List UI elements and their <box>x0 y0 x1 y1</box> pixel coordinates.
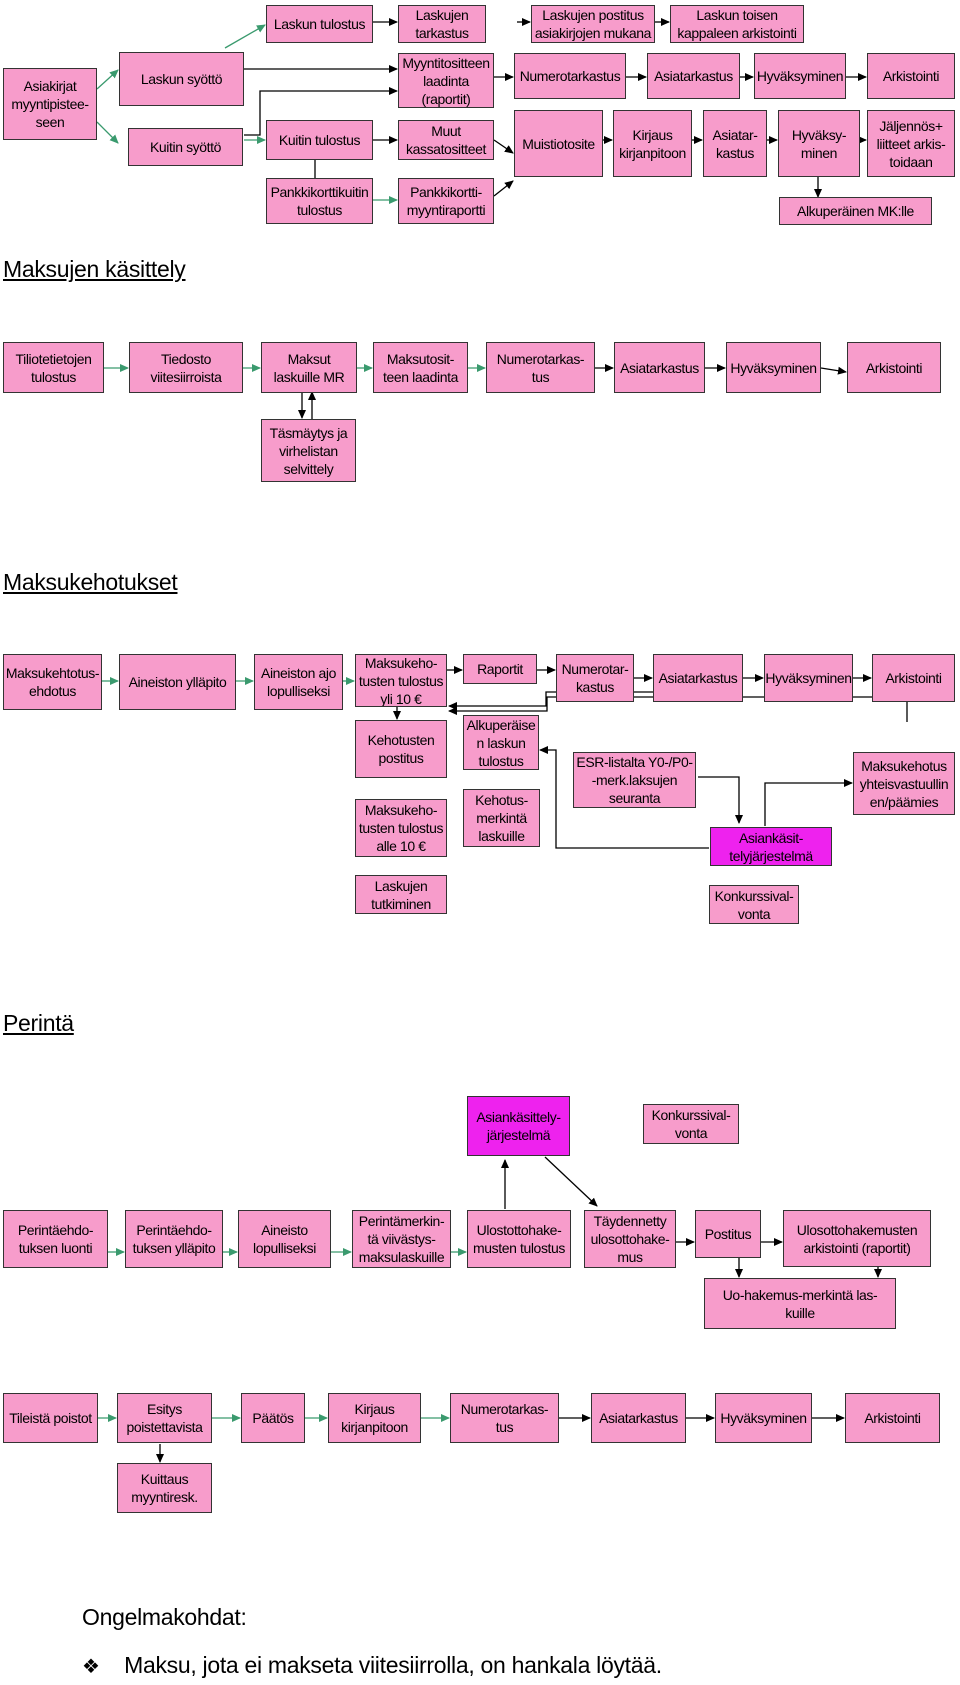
box-supplemented-application: Täydennetty ulosottohake- mus <box>584 1210 676 1268</box>
box-payments-mr: Maksut laskuille MR <box>261 342 357 393</box>
box-bankruptcy-2: Konkurssival- vonta <box>643 1104 739 1144</box>
box-case-system-1: Asiankäsit- telyjärjestelmä <box>710 827 832 866</box>
box-num-check-4: Numerotarkas- tus <box>450 1393 559 1443</box>
box-removal-proposal: Esitys poistettavista <box>117 1393 212 1443</box>
box-reminder-mark: Kehotus- merkintä laskuille <box>463 789 540 847</box>
box-collection-maintain: Perintäehdo- tuksen ylläpito <box>125 1210 223 1268</box>
box-account-removal: Tileistä poistot <box>3 1393 98 1443</box>
box-final-run: Aineiston ajo lopulliseksi <box>254 654 343 710</box>
box-final-data: Aineisto lopulliseksi <box>238 1210 331 1268</box>
box-enforcement-print: Ulostottohake- musten tulostus <box>467 1210 571 1268</box>
box-invoice-print: Laskun tulostus <box>266 5 373 43</box>
box-case-system-2: Asiankäsittely- järjestelmä <box>467 1096 570 1156</box>
box-ledger-1: Kirjaus kirjanpitoon <box>613 110 692 177</box>
heading-collection: Perintä <box>3 1010 74 1036</box>
box-investigate-invoices: Laskujen tutkiminen <box>355 875 447 914</box>
box-num-check-1: Numerotarkastus <box>514 53 626 99</box>
box-sales-docs: Asiakirjat myyntipistee- seen <box>3 68 97 140</box>
box-other-cash: Muut kassatositteet <box>398 120 494 160</box>
problem-item-1: ❖ Maksu, jota ei makseta viitesiirrolla,… <box>82 1652 662 1679</box>
diamond-bullet-icon: ❖ <box>82 1656 100 1678</box>
box-copy-attachments: Jäljennös+ liitteet arkis- toidaan <box>867 110 955 177</box>
box-receipt-input: Kuitin syöttö <box>128 128 243 166</box>
box-collection-mail: Postitus <box>695 1210 761 1258</box>
box-content-check-4: Asiatarkastus <box>653 654 743 702</box>
box-reports: Raportit <box>463 654 537 684</box>
box-memo-voucher: Muistiotosite <box>514 110 603 177</box>
box-reference-file: Tiedosto viitesiirroista <box>129 342 243 393</box>
box-collection-proposal: Perintäehdo- tuksen luonti <box>3 1210 108 1268</box>
box-joint-liability: Maksukehotus yhteisvastuullin en/päämies <box>853 752 955 815</box>
box-sales-voucher: Myyntitositteen laadinta (raportit) <box>398 53 494 108</box>
box-acknowledge: Kuittaus myyntiresk. <box>117 1463 212 1513</box>
box-maintain-data: Aineiston ylläpito <box>119 654 236 710</box>
problem-item-1-text: Maksu, jota ei makseta viitesiirrolla, o… <box>124 1652 662 1678</box>
box-invoice-post: Laskujen postitus asiakirjojen mukana <box>531 5 655 43</box>
box-bankruptcy-1: Konkurssival- vonta <box>709 885 799 924</box>
heading-reminders: Maksukehotukset <box>3 569 178 595</box>
box-approval-4: Hyväksyminen <box>764 654 853 702</box>
problems-title: Ongelmakohdat: <box>82 1604 247 1630</box>
box-uo-mark: Uo-hakemus-merkintä las- kuille <box>704 1278 896 1329</box>
box-decision: Päätös <box>241 1393 305 1443</box>
box-esr-followup: ESR-listalta Y0-/P0- -merk.laksujen seur… <box>573 752 696 808</box>
box-approval-1: Hyväksyminen <box>754 53 846 99</box>
box-content-check-5: Asiatarkastus <box>591 1393 686 1443</box>
box-content-check-3: Asiatarkastus <box>614 342 705 393</box>
box-num-check-2: Numerotarkas- tus <box>486 342 595 393</box>
box-payment-voucher: Maksutosit- teen laadinta <box>373 342 468 393</box>
box-statement-print: Tiliotetietojen tulostus <box>3 342 104 393</box>
box-card-report: Pankkikortti- myyntiraportti <box>398 178 494 224</box>
box-reconcile: Täsmäytys ja virhelistan selvittely <box>261 419 356 482</box>
box-card-receipt: Pankkikorttikuitin tulostus <box>266 178 373 224</box>
box-late-fee-mark: Perintämerkin- tä viivästys- maksulaskui… <box>352 1210 451 1268</box>
box-archive-1: Arkistointi <box>867 53 955 99</box>
box-receipt-print: Kuitin tulostus <box>266 120 373 160</box>
box-original-mk: Alkuperäinen MK:lle <box>779 197 932 225</box>
box-invoice-check: Laskujen tarkastus <box>398 5 486 43</box>
box-reminder-proposal: Maksukehtotus- ehdotus <box>3 654 102 710</box>
box-archive-3: Arkistointi <box>872 654 955 702</box>
box-invoice-input: Laskun syöttö <box>119 52 244 106</box>
box-invoice-archive: Laskun toisen kappaleen arkistointi <box>670 5 804 43</box>
box-content-check-1: Asiatarkastus <box>647 53 740 99</box>
box-approval-2: Hyväksy- minen <box>778 110 860 177</box>
box-content-check-2: Asiatar- kastus <box>703 110 767 177</box>
box-ledger-2: Kirjaus kirjanpitoon <box>328 1393 421 1443</box>
box-original-invoice-print: Alkuperäise n laskun tulostus <box>463 715 539 770</box>
box-approval-5: Hyväksyminen <box>715 1393 812 1443</box>
box-archive-4: Arkistointi <box>845 1393 940 1443</box>
box-application-archive: Ulosottohakemusten arkistointi (raportit… <box>783 1210 931 1267</box>
box-reminder-mail: Kehotusten postitus <box>355 720 447 778</box>
box-num-check-3: Numerotar- kastus <box>556 654 634 702</box>
box-approval-3: Hyväksyminen <box>726 342 821 393</box>
heading-payments: Maksujen käsittely <box>3 256 186 282</box>
box-print-over-10: Maksukeho- tusten tulostus yli 10 € <box>355 654 447 707</box>
box-archive-2: Arkistointi <box>847 342 941 393</box>
box-print-under-10: Maksukeho- tusten tulostus alle 10 € <box>355 799 447 857</box>
